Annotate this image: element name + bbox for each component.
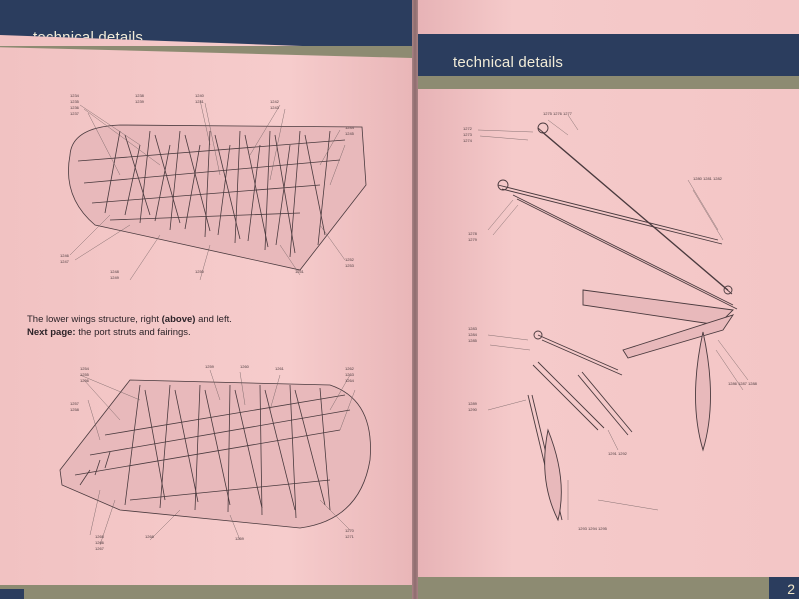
svg-text:1270: 1270 — [345, 528, 355, 533]
svg-text:1289: 1289 — [468, 401, 478, 406]
svg-text:1268: 1268 — [145, 534, 155, 539]
svg-text:1250: 1250 — [195, 269, 205, 274]
left-footer-band — [0, 585, 412, 599]
caption-text: the port struts and fairings. — [75, 327, 191, 338]
figure-caption: The lower wings structure, right (above)… — [27, 313, 327, 339]
svg-text:1291: 1291 — [608, 451, 618, 456]
right-header-title: technical details — [453, 54, 564, 71]
right-header-band: technical details — [418, 34, 799, 76]
left-header-band: technical details — [0, 0, 412, 50]
svg-text:1243: 1243 — [270, 105, 280, 110]
caption-text: and left. — [195, 314, 232, 325]
svg-text:1236: 1236 — [70, 105, 80, 110]
svg-text:1285: 1285 — [468, 338, 478, 343]
svg-text:1237: 1237 — [70, 111, 80, 116]
svg-text:1267: 1267 — [95, 546, 105, 551]
svg-text:1271: 1271 — [345, 534, 355, 539]
svg-text:1260: 1260 — [240, 364, 250, 369]
svg-text:1295: 1295 — [598, 526, 608, 531]
svg-text:1288: 1288 — [748, 381, 758, 386]
svg-text:1252: 1252 — [345, 257, 355, 262]
svg-text:1287: 1287 — [738, 381, 748, 386]
svg-text:1275: 1275 — [543, 111, 553, 116]
svg-text:1235: 1235 — [70, 99, 80, 104]
svg-text:1242: 1242 — [270, 99, 280, 104]
svg-text:1273: 1273 — [463, 132, 473, 137]
caption-text: The lower wings structure, right — [27, 314, 162, 325]
svg-text:1279: 1279 — [468, 237, 478, 242]
svg-text:1290: 1290 — [468, 407, 478, 412]
svg-text:1255: 1255 — [80, 372, 90, 377]
svg-text:1277: 1277 — [563, 111, 573, 116]
right-footer-dark — [769, 577, 799, 599]
svg-text:1244: 1244 — [345, 125, 355, 130]
svg-text:1293: 1293 — [578, 526, 588, 531]
svg-text:1284: 1284 — [468, 332, 478, 337]
left-header-stripe — [0, 46, 412, 58]
svg-text:1239: 1239 — [135, 99, 145, 104]
svg-text:1245: 1245 — [345, 131, 355, 136]
svg-text:1265: 1265 — [95, 534, 105, 539]
caption-line-2: Next page: the port struts and fairings. — [27, 326, 327, 339]
svg-text:1272: 1272 — [463, 126, 473, 131]
left-footer-dark — [0, 589, 24, 599]
caption-bold: Next page: — [27, 327, 76, 338]
svg-text:1258: 1258 — [70, 407, 80, 412]
svg-text:1238: 1238 — [135, 93, 145, 98]
page-number: 2 — [787, 581, 795, 597]
svg-text:1246: 1246 — [60, 253, 70, 258]
svg-text:1281: 1281 — [703, 176, 713, 181]
svg-text:1278: 1278 — [468, 231, 478, 236]
svg-text:1282: 1282 — [713, 176, 723, 181]
svg-text:1261: 1261 — [275, 366, 285, 371]
svg-text:1266: 1266 — [95, 540, 105, 545]
svg-text:1249: 1249 — [110, 275, 120, 280]
svg-text:1262: 1262 — [345, 366, 355, 371]
left-header-title: technical details — [33, 29, 144, 46]
svg-text:1234: 1234 — [70, 93, 80, 98]
svg-text:1263: 1263 — [345, 372, 355, 377]
right-footer-band — [418, 577, 799, 599]
svg-text:1276: 1276 — [553, 111, 563, 116]
svg-text:1292: 1292 — [618, 451, 628, 456]
svg-text:1247: 1247 — [60, 259, 70, 264]
svg-text:1248: 1248 — [110, 269, 120, 274]
caption-line-1: The lower wings structure, right (above)… — [27, 313, 327, 326]
right-header-stripe — [418, 76, 799, 89]
svg-text:1269: 1269 — [235, 536, 245, 541]
svg-text:1254: 1254 — [80, 366, 90, 371]
svg-text:1241: 1241 — [195, 99, 205, 104]
svg-text:1251: 1251 — [295, 269, 305, 274]
caption-bold: (above) — [161, 314, 196, 325]
svg-text:1280: 1280 — [693, 176, 703, 181]
svg-text:1274: 1274 — [463, 138, 473, 143]
svg-text:1286: 1286 — [728, 381, 738, 386]
svg-text:1253: 1253 — [345, 263, 355, 268]
svg-text:1259: 1259 — [205, 364, 215, 369]
svg-text:1257: 1257 — [70, 401, 80, 406]
svg-text:1240: 1240 — [195, 93, 205, 98]
svg-text:1294: 1294 — [588, 526, 598, 531]
svg-text:1256: 1256 — [80, 378, 90, 383]
svg-text:1283: 1283 — [468, 326, 478, 331]
svg-text:1264: 1264 — [345, 378, 355, 383]
